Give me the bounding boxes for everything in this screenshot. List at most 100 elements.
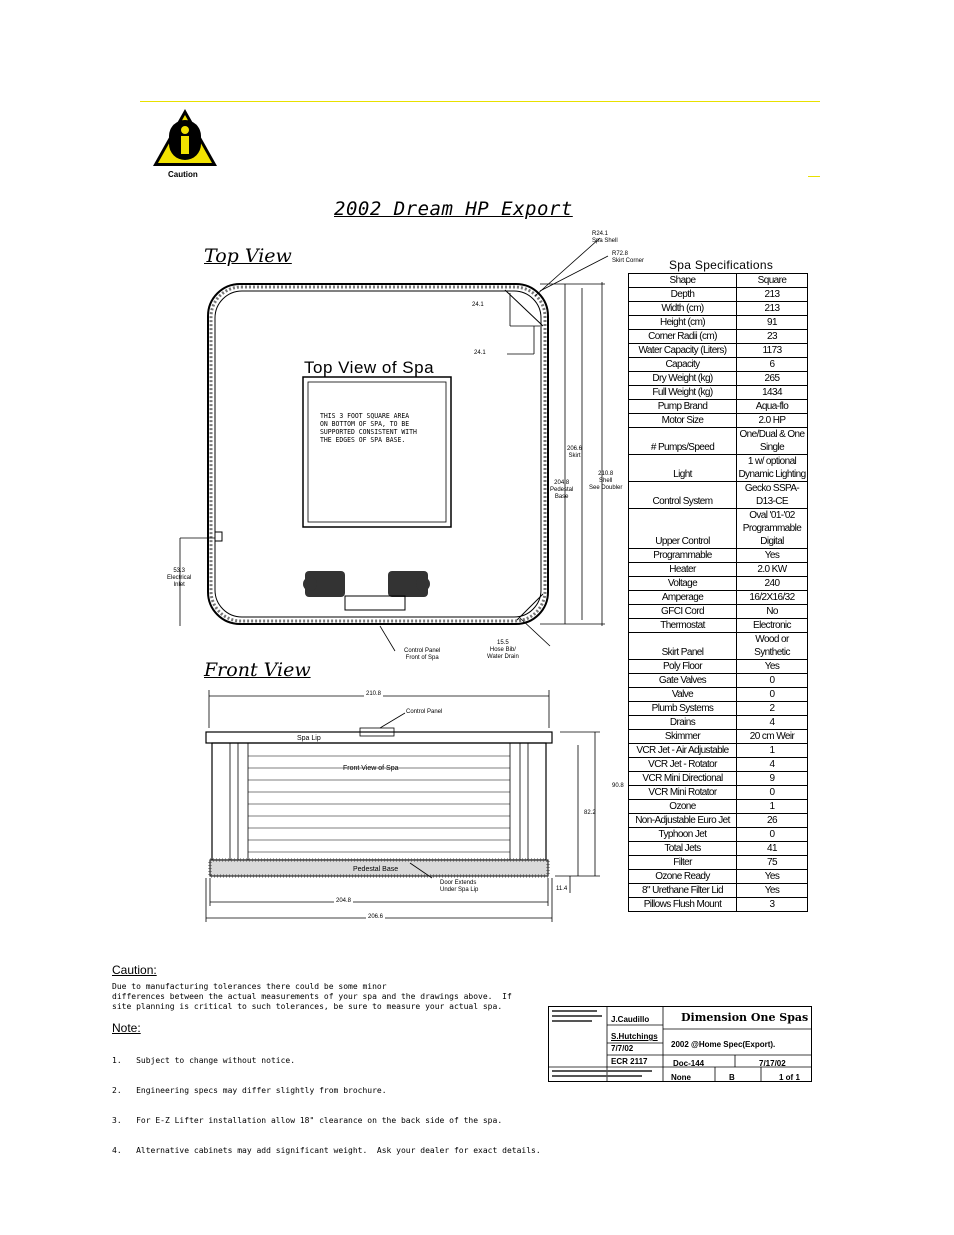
dim-24-1-b: 24.1 xyxy=(474,350,486,356)
spec-value: Yes xyxy=(736,548,808,563)
spec-row: Corner Radii (cm)23 xyxy=(628,329,808,344)
spec-key: Upper Control xyxy=(628,508,737,549)
spec-key: Control System xyxy=(628,481,737,509)
page-title: 2002 Dream HP Export xyxy=(334,198,573,220)
spec-row: Height (cm)91 xyxy=(628,315,808,330)
tb-scale: None xyxy=(671,1073,691,1082)
spec-key: VCR Mini Directional xyxy=(628,771,737,786)
spec-key: Width (cm) xyxy=(628,301,737,316)
spec-key: Heater xyxy=(628,562,737,577)
dim-label: Electrical xyxy=(167,575,192,581)
spec-value: Yes xyxy=(736,659,808,674)
front-width-top: 210.8 xyxy=(364,691,384,697)
spec-value: 1 xyxy=(736,743,808,758)
support-note-line: THIS 3 FOOT SQUARE AREA xyxy=(320,412,410,420)
dim-width-pedestal: 204.8 xyxy=(334,898,354,904)
spec-value: Yes xyxy=(736,869,808,884)
support-area-note: THIS 3 FOOT SQUARE AREA ON BOTTOM OF SPA… xyxy=(320,412,417,444)
spec-value: 91 xyxy=(736,315,808,330)
spec-key: VCR Jet - Air Adjustable xyxy=(628,743,737,758)
spa-lip-label: Spa Lip xyxy=(297,735,321,742)
dim-label: Skirt Corner xyxy=(612,258,645,264)
spec-row: Water Capacity (Liters)1173 xyxy=(628,343,808,358)
tb-rev: B xyxy=(729,1073,735,1082)
dim-label: Under Spa Lip xyxy=(440,887,479,893)
spec-key: Full Weight (kg) xyxy=(628,385,737,400)
tb-date-2: 7/17/02 xyxy=(759,1059,786,1068)
spec-value: 240 xyxy=(736,576,808,591)
spec-key: Skimmer xyxy=(628,729,737,744)
dim-label: Inlet xyxy=(173,582,185,588)
spec-value: 9 xyxy=(736,771,808,786)
spec-value: 4 xyxy=(736,757,808,772)
spec-key: Dry Weight (kg) xyxy=(628,371,737,386)
dim-label: Hose Bib/ xyxy=(489,647,516,653)
top-view-inner-label: Top View of Spa xyxy=(304,358,435,377)
spec-value: Oval '01-'02 Programmable Digital xyxy=(736,508,808,549)
dim-label: Shell xyxy=(599,478,613,484)
pedestal-base-label: Pedestal Base xyxy=(353,866,399,873)
spec-key: Programmable xyxy=(628,548,737,563)
spec-value: Wood or Synthetic xyxy=(736,632,808,660)
dim-label: See Doubler xyxy=(589,485,623,491)
spec-value: 2 xyxy=(736,701,808,716)
spec-key: Pillows Flush Mount xyxy=(628,897,737,912)
spec-value: 213 xyxy=(736,301,808,316)
dim-label: Front of Spa xyxy=(405,655,439,661)
spec-value: No xyxy=(736,604,808,619)
spec-key: Corner Radii (cm) xyxy=(628,329,737,344)
dim-label: Spa Shell xyxy=(592,238,618,244)
spec-key: Drains xyxy=(628,715,737,730)
front-view-drawing xyxy=(205,690,600,922)
top-view-drawing xyxy=(179,237,609,652)
spec-key: Total Jets xyxy=(628,841,737,856)
spec-key: Thermostat xyxy=(628,618,737,633)
note-item: 3. For E-Z Lifter installation allow 18"… xyxy=(112,1116,503,1125)
tb-drawn-by: J.Caudillo xyxy=(611,1015,650,1024)
spec-key: GFCI Cord xyxy=(628,604,737,619)
caution-text: Due to manufacturing tolerances there co… xyxy=(112,982,512,1011)
spec-value: 0 xyxy=(736,785,808,800)
spec-key: Non-Adjustable Euro Jet xyxy=(628,813,737,828)
dim-value: R24.1 xyxy=(592,231,609,237)
spec-value: 16/2X16/32 xyxy=(736,590,808,605)
spec-value: 41 xyxy=(736,841,808,856)
front-control-panel-label: Control Panel xyxy=(406,709,443,715)
spec-row: Dry Weight (kg)265 xyxy=(628,371,808,386)
spec-key: Voltage xyxy=(628,576,737,591)
spec-key: Ozone xyxy=(628,799,737,814)
tb-sheet: 1 of 1 xyxy=(779,1073,800,1082)
header-rule-short xyxy=(808,176,820,177)
spec-key: 8" Urethane Filter Lid xyxy=(628,883,737,898)
spec-value: 213 xyxy=(736,287,808,302)
spec-value: 0 xyxy=(736,673,808,688)
spec-key: Ozone Ready xyxy=(628,869,737,884)
dim-label: Water Drain xyxy=(487,654,519,660)
spec-value: 0 xyxy=(736,827,808,842)
spec-key: Gate Valves xyxy=(628,673,737,688)
